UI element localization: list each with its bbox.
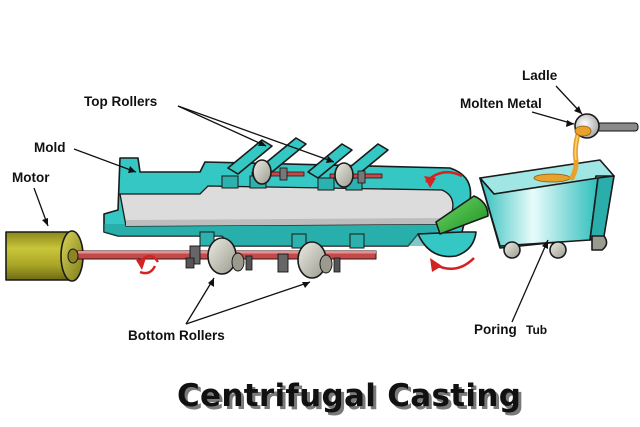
rotation-arrow-mold-bottom <box>430 257 475 272</box>
label-mold: Mold <box>34 140 66 155</box>
molten-metal-stream <box>569 131 581 181</box>
top-roller-2 <box>334 162 354 188</box>
rotation-arrow-mold-top <box>424 170 463 188</box>
label-bottom-rollers: Bottom Rollers <box>128 328 225 343</box>
leader-lines <box>33 85 583 325</box>
title-shadow: Centrifugal Casting <box>180 381 524 417</box>
pouring-spout <box>435 195 489 235</box>
label-ladle: Ladle <box>522 68 558 83</box>
label-poring: Poring <box>474 322 517 337</box>
rotation-arrow-shaft <box>136 254 159 275</box>
title: Centrifugal Casting <box>177 378 521 414</box>
mold <box>103 157 477 258</box>
motor <box>5 230 84 282</box>
bottom-roller-2 <box>277 241 341 279</box>
tub-wheels <box>503 235 608 259</box>
label-motor: Motor <box>12 170 50 185</box>
label-top-rollers: Top Rollers <box>84 94 157 109</box>
top-roller-arm-1 <box>227 139 273 175</box>
ladle <box>574 113 639 139</box>
bottom-roller-1 <box>189 237 253 275</box>
pouring-tub <box>479 159 615 249</box>
top-roller-1 <box>252 159 272 185</box>
label-molten-metal: Molten Metal <box>460 96 542 111</box>
label-tub: Tub <box>526 323 547 337</box>
